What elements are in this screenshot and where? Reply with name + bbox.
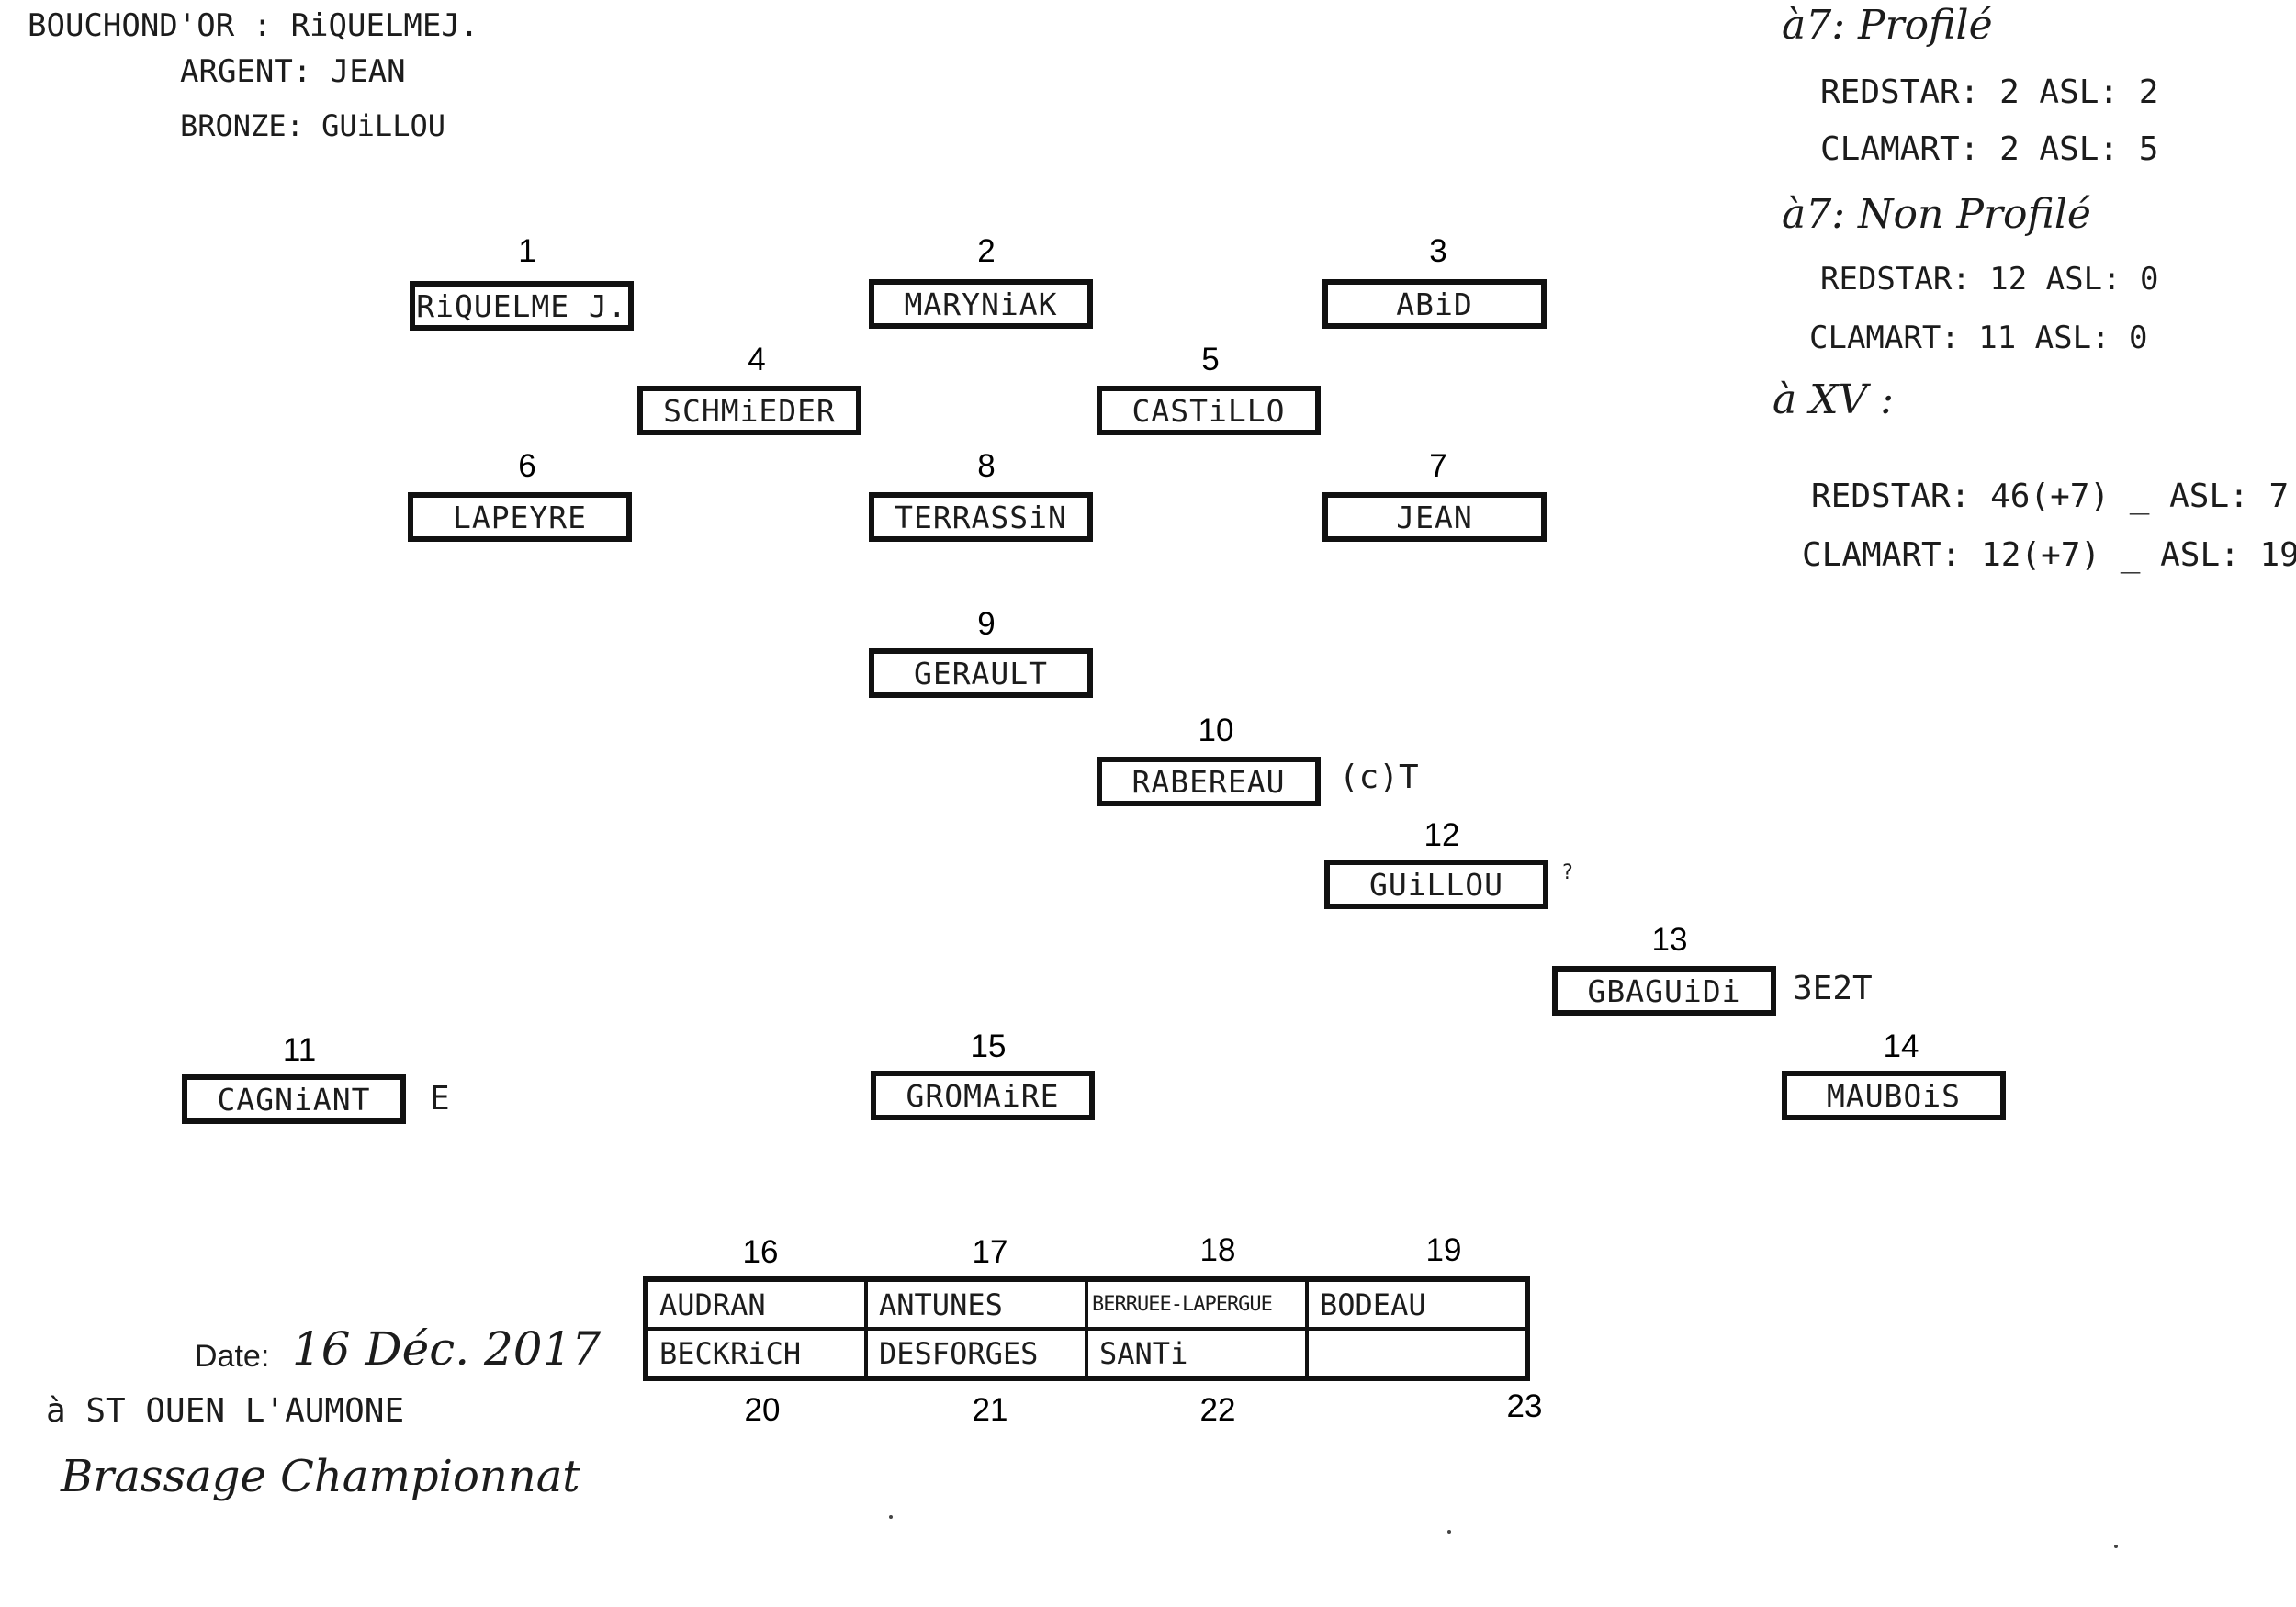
position-number: 11 [282, 1032, 317, 1068]
xv-clamart: CLAMART: 12(+7) _ ASL: 19 [1802, 536, 2296, 574]
player-note: E [430, 1080, 450, 1118]
position-number: 15 [970, 1028, 1007, 1064]
position-number: 10 [1198, 713, 1234, 748]
scan-speck [889, 1515, 893, 1519]
profiled-clamart: CLAMART: 2 ASL: 5 [1820, 130, 2159, 168]
player-note: (c)T [1339, 759, 1419, 796]
bench-player [1305, 1327, 1529, 1380]
silver-award: ARGENT: JEAN [180, 53, 406, 90]
profiled-redstar: REDSTAR: 2 ASL: 2 [1820, 73, 2159, 111]
bench-number: 23 [1506, 1388, 1543, 1424]
position-number: 3 [1429, 233, 1447, 269]
gold-award: BOUCHOND'OR : RiQUELMEJ. [28, 7, 479, 44]
match-location: à ST OUEN L'AUMONE [46, 1392, 405, 1430]
bench-number: 22 [1199, 1392, 1236, 1428]
xv-heading: à XV : [1773, 376, 1895, 423]
bench-number: 21 [972, 1392, 1008, 1428]
player-box: GUiLLOU [1324, 860, 1548, 909]
player-box: CAGNiANT [182, 1074, 406, 1124]
position-number: 12 [1424, 817, 1460, 853]
date-label: Date: [195, 1339, 270, 1374]
profiled-heading: à7: Profilé [1782, 2, 1993, 49]
bench-row: BECKRiCH DESFORGES SANTi [644, 1327, 1529, 1380]
bench-table: AUDRAN ANTUNES BERRUEE-LAPERGUE BODEAU B… [643, 1276, 1530, 1381]
bench-number: 20 [744, 1392, 781, 1428]
bench-player: DESFORGES [864, 1327, 1088, 1380]
player-box: GERAULT [869, 648, 1093, 698]
bench-player: SANTi [1085, 1327, 1309, 1380]
player-box: TERRASSiN [869, 492, 1093, 542]
player-box: GBAGUiDi [1552, 966, 1776, 1016]
player-box: ABiD [1322, 279, 1547, 329]
bench-player: ANTUNES [864, 1277, 1088, 1331]
position-number: 9 [977, 606, 996, 642]
player-note: 3E2T [1793, 970, 1873, 1007]
position-number: 8 [977, 448, 996, 484]
player-box: LAPEYRE [408, 492, 632, 542]
position-number: 7 [1429, 448, 1447, 484]
scan-speck [1447, 1530, 1451, 1534]
position-number: 6 [518, 448, 536, 484]
position-number: 2 [977, 233, 996, 269]
position-number: 13 [1651, 922, 1688, 958]
bench-number: 17 [972, 1234, 1008, 1270]
bench-player: BODEAU [1305, 1277, 1529, 1331]
bench-number: 19 [1425, 1232, 1462, 1268]
event-name: Brassage Championnat [61, 1451, 580, 1502]
position-number: 14 [1883, 1028, 1919, 1064]
nonprofiled-clamart: CLAMART: 11 ASL: 0 [1809, 320, 2148, 356]
bench-player: BECKRiCH [644, 1327, 868, 1380]
position-number: 1 [518, 233, 536, 269]
date-value: 16 Déc. 2017 [292, 1322, 602, 1376]
position-number: 4 [748, 342, 766, 377]
bench-player: BERRUEE-LAPERGUE [1085, 1277, 1309, 1331]
scan-speck [2114, 1545, 2118, 1548]
xv-redstar: REDSTAR: 46(+7) _ ASL: 7 [1811, 478, 2290, 515]
player-note: ? [1561, 861, 1574, 884]
player-box: RABEREAU [1097, 757, 1321, 806]
nonprofiled-heading: à7: Non Profilé [1782, 191, 2091, 238]
bronze-award: BRONZE: GUiLLOU [180, 108, 445, 143]
player-box: MARYNiAK [869, 279, 1093, 329]
player-box: JEAN [1322, 492, 1547, 542]
bench-number: 18 [1199, 1232, 1236, 1268]
nonprofiled-redstar: REDSTAR: 12 ASL: 0 [1820, 261, 2159, 298]
player-box: SCHMiEDER [637, 386, 861, 435]
position-number: 5 [1201, 342, 1220, 377]
player-box: GROMAiRE [871, 1071, 1095, 1120]
player-box: CASTiLLO [1097, 386, 1321, 435]
bench-number: 16 [742, 1234, 779, 1270]
bench-row: AUDRAN ANTUNES BERRUEE-LAPERGUE BODEAU [644, 1277, 1529, 1331]
bench-player: AUDRAN [644, 1277, 868, 1331]
player-box: RiQUELME J. [410, 281, 634, 331]
player-box: MAUBOiS [1782, 1071, 2006, 1120]
